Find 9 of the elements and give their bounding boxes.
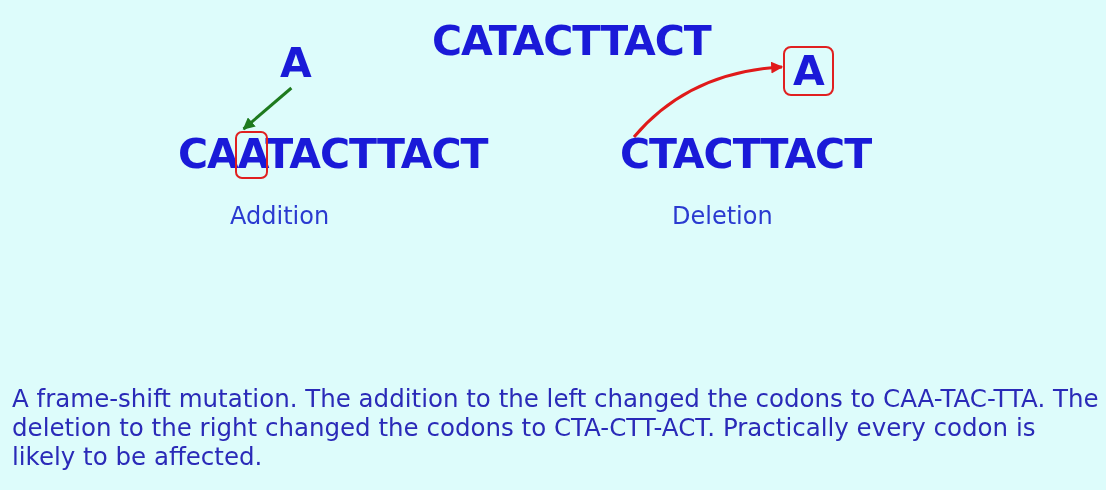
boxed-letter: A [783, 46, 834, 96]
caption-paragraph: A frame-shift mutation. The addition to the left changed the codons to CAA-TAC-TTA. The deletion to the right changed the codons to CTA-CTT-ACT. Practically every codon is likely to be affected. [12, 384, 1100, 471]
sequence-text: CATACTTACT [432, 18, 711, 64]
arrow [632, 61, 784, 138]
arrow [242, 86, 293, 131]
sequence-text: CTACTTACT [620, 131, 872, 177]
sequence-text: A [280, 40, 311, 86]
caption-text: Deletion [672, 201, 773, 231]
caption-text: Addition [230, 201, 330, 231]
